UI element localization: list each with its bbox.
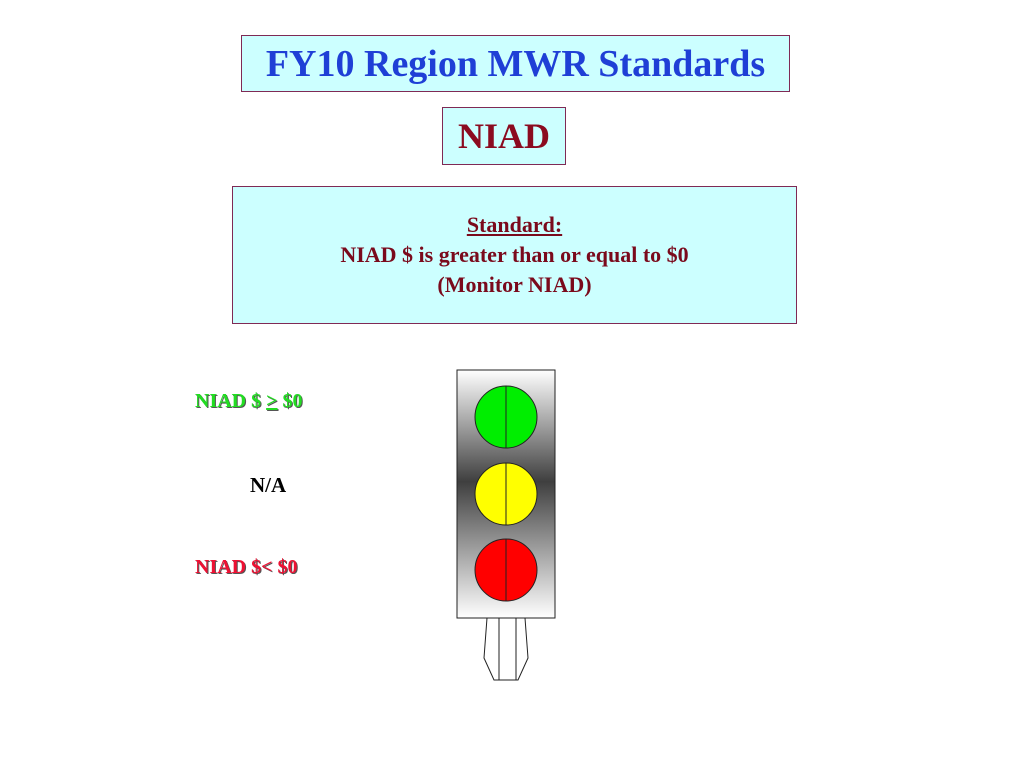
legend-green-label: NIAD $ > $0 bbox=[195, 390, 303, 413]
red-light bbox=[474, 538, 538, 602]
title-box: FY10 Region MWR Standards bbox=[241, 35, 790, 92]
subtitle-box: NIAD bbox=[442, 107, 566, 165]
green-light bbox=[474, 385, 538, 449]
page-subtitle: NIAD bbox=[457, 116, 550, 156]
legend-red-label: NIAD $< $0 bbox=[195, 556, 298, 578]
standard-note: (Monitor NIAD) bbox=[437, 272, 592, 297]
signal-pole bbox=[483, 617, 529, 681]
legend-yellow-label: N/A bbox=[250, 473, 287, 497]
standard-description: NIAD $ is greater than or equal to $0 bbox=[340, 242, 689, 267]
traffic-light-icon bbox=[456, 369, 556, 681]
page-title: FY10 Region MWR Standards bbox=[265, 42, 766, 85]
standard-heading: Standard: bbox=[466, 212, 563, 237]
standard-box: Standard: NIAD $ is greater than or equa… bbox=[232, 186, 797, 324]
legend-green-prefix: NIAD $ bbox=[195, 390, 267, 412]
yellow-light bbox=[474, 462, 538, 526]
legend-green-symbol: > bbox=[266, 390, 278, 412]
legend-green-suffix: $0 bbox=[277, 390, 303, 412]
